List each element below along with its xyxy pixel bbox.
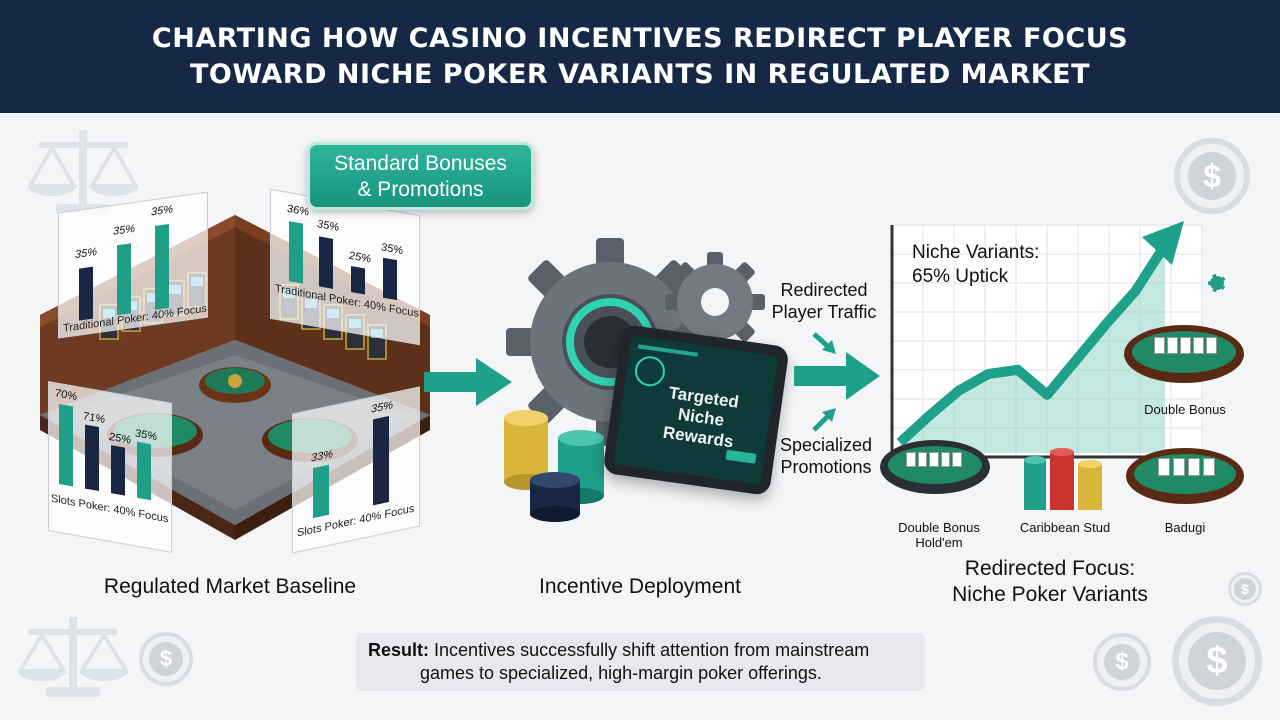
baseline-bar <box>313 464 329 519</box>
uptick-area <box>900 245 1165 453</box>
result-summary: Result: Incentives successfully shift at… <box>356 633 925 691</box>
tablet-screen: Targeted Niche Rewards <box>613 335 779 485</box>
bar-value-label: 35% <box>371 399 394 416</box>
bar-value-label: 70% <box>55 387 78 404</box>
stage-label-deployment: Incentive Deployment <box>539 575 741 598</box>
dollar-coin-icon: $ <box>1228 572 1262 606</box>
table-label: Badugi <box>1164 520 1206 535</box>
playing-cards-icon <box>1154 337 1218 355</box>
baseline-bar <box>79 266 93 321</box>
baseline-bar <box>137 441 151 501</box>
playing-cards-icon <box>906 452 962 468</box>
chip-stack-icon <box>1024 448 1102 510</box>
chip-icon <box>1208 274 1226 292</box>
standard-bonuses-callout: Standard Bonuses & Promotions <box>307 142 534 210</box>
dollar-coin-icon: $ <box>1174 138 1250 214</box>
uptick-line <box>896 242 1170 447</box>
baseline-bar <box>117 243 131 316</box>
chip-stack-icon <box>504 410 548 490</box>
tablet-device: Targeted Niche Rewards <box>602 324 790 496</box>
chart-panel-traditional-left: 35% 35% 35% Traditional Poker: 40% Focus <box>58 191 208 339</box>
poker-table-badugi <box>1126 448 1244 504</box>
title-banner: CHARTING HOW CASINO INCENTIVES REDIRECT … <box>0 0 1280 113</box>
tablet-heading: Targeted Niche Rewards <box>661 383 741 452</box>
flow-arrow-icon <box>794 332 880 432</box>
stage-label-redirected: Redirected Focus: Niche Poker Variants <box>952 557 1148 606</box>
bar-value-label: 36% <box>287 202 310 219</box>
dollar-coin-icon: $ <box>139 632 193 686</box>
callout-line-2: & Promotions <box>357 178 484 201</box>
title-line-1: CHARTING HOW CASINO INCENTIVES REDIRECT … <box>151 22 1129 54</box>
baseline-bar <box>319 236 333 289</box>
baseline-bar <box>111 445 125 496</box>
chip-stack-icon <box>530 472 580 522</box>
table-label: Caribbean Stud <box>1019 520 1111 535</box>
baseline-bar <box>59 404 73 487</box>
bar-value-label: 25% <box>109 430 132 447</box>
uptick-arrowhead <box>1142 221 1184 265</box>
callout-line-1: Standard Bonuses <box>334 152 507 175</box>
flow-label-traffic: Redirected Player Traffic <box>771 280 877 322</box>
baseline-bar <box>383 257 397 301</box>
playing-cards-icon <box>1158 458 1218 476</box>
baseline-bar <box>85 424 99 492</box>
baseline-bar <box>351 266 365 295</box>
stage-label-baseline: Regulated Market Baseline <box>103 575 357 598</box>
flow-label-promotions: Specialized Promotions <box>779 435 873 477</box>
baseline-bar <box>289 221 303 284</box>
baseline-bar <box>373 415 389 506</box>
result-text-line-2: games to specialized, high-margin poker … <box>420 663 822 683</box>
poker-table-double-bonus-holdem <box>880 440 990 494</box>
bar-value-label: 35% <box>113 222 136 238</box>
growth-chart <box>890 221 1203 459</box>
chart-panel-traditional-right: 36% 35% 25% 35% Traditional Poker: 40% F… <box>270 188 420 346</box>
bar-value-label: 35% <box>317 218 340 234</box>
dollar-coin-icon: $ <box>1093 633 1151 691</box>
bar-value-label: 35% <box>381 241 404 258</box>
chart-panel-slots-right: 33% 35% Slots Poker: 40% Focus <box>292 386 420 554</box>
bar-value-label: 35% <box>151 203 174 219</box>
bar-value-label: 35% <box>135 427 158 444</box>
title-line-2: TOWARD NICHE POKER VARIANTS IN REGULATED… <box>189 58 1091 90</box>
table-label: Double Bonus <box>1144 402 1226 417</box>
poker-table-double-bonus <box>1124 325 1244 383</box>
chart-title: Niche Variants: 65% Uptick <box>912 242 1040 287</box>
bar-value-label: 25% <box>349 249 372 266</box>
bar-value-label: 35% <box>75 246 98 262</box>
scales-icon <box>18 617 128 697</box>
table-label: Double Bonus Hold'em <box>898 520 980 550</box>
result-lead: Result: <box>368 640 430 660</box>
chart-panel-slots-left: 70% 71% 25% 35% Slots Poker: 40% Focus <box>48 381 172 553</box>
dollar-coin-icon: $ <box>1172 616 1262 706</box>
focus-label: Traditional Poker: 40% Focus <box>275 282 419 321</box>
result-text-line-1: Incentives successfully shift attention … <box>434 640 870 660</box>
flow-arrow-icon <box>424 358 512 406</box>
bar-value-label: 71% <box>83 410 106 427</box>
screen-line <box>638 344 698 357</box>
baseline-bar <box>155 223 169 310</box>
bar-value-label: 33% <box>311 447 334 465</box>
